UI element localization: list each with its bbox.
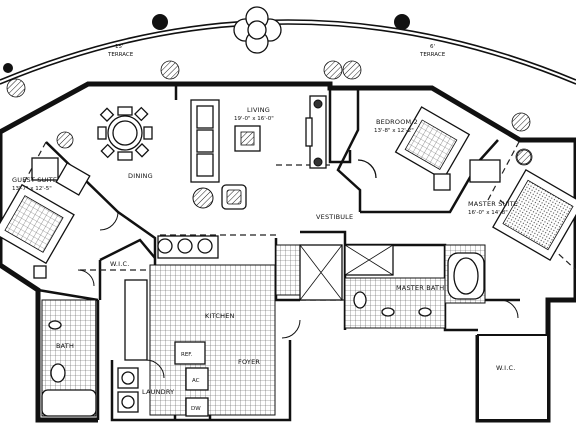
interior-wall: [99, 238, 156, 262]
coffee-table-inner: [240, 131, 255, 146]
foyer-label: FOYER: [238, 358, 260, 366]
guest-label: GUEST SUITE: [12, 176, 57, 184]
living-label: LIVING: [247, 106, 270, 114]
sofa: [190, 99, 220, 183]
dining-table: [97, 106, 153, 161]
kitchen-counter: [124, 279, 148, 361]
terrace-planter-icon: [233, 6, 282, 54]
dishwasher: [185, 397, 209, 417]
terrace-left-label: TERRACE: [107, 52, 134, 58]
bathtub-left: [41, 389, 97, 417]
terrace-column-3: [3, 63, 13, 73]
master-label: MASTER SUITE: [468, 200, 518, 208]
bedroom2-dim: 13'-8" x 12'-2": [374, 128, 414, 134]
tv-cabinet: [305, 95, 327, 169]
kitchen-label: KITCHEN: [205, 312, 235, 320]
interior-wall: [170, 340, 292, 422]
bed-bedroom2: [394, 106, 471, 191]
master-dim: 16'-0" x 14'-8": [468, 210, 508, 216]
bed-master: [469, 149, 576, 261]
sink-bath2b: [418, 307, 432, 317]
exterior-wall: [0, 81, 576, 143]
wic-right-label: W.I.C.: [496, 364, 516, 372]
wic-left-label: W.I.C.: [110, 260, 130, 268]
terrace-column-2: [394, 14, 410, 30]
wic-right-box: [477, 334, 549, 421]
room-divider: [487, 139, 521, 201]
living-dim: 19'-0" x 16'-0": [234, 116, 274, 122]
interior-wall: [336, 88, 362, 212]
ref-label: REF.: [181, 352, 193, 358]
ac-unit: [185, 367, 209, 391]
interior-wall: [37, 288, 99, 302]
interior-wall: [360, 139, 499, 214]
guest-dim: 13'-7" x 12'-5": [12, 186, 52, 192]
door-swings: [77, 159, 519, 379]
vestibule-label: VESTIBULE: [316, 213, 353, 221]
bedroom2-label: BEDROOM 2: [376, 118, 418, 126]
sink-bath2: [381, 307, 395, 317]
terrace-right-label: TERRACE: [419, 52, 446, 58]
ac-label: AC: [192, 378, 200, 384]
terrace-column-1: [152, 14, 168, 30]
bath-master-label: MASTER BATH: [396, 284, 444, 292]
dining-label: DINING: [128, 172, 153, 180]
laundry-label: LAUNDRY: [142, 388, 174, 396]
refrigerator: [174, 341, 206, 365]
dw-label: DW: [191, 406, 201, 412]
interior-wall: [328, 88, 352, 164]
sink-left: [48, 320, 62, 330]
terrace-right-prefix: 6': [430, 44, 435, 50]
toilet-left: [50, 363, 66, 383]
armchair: [192, 184, 247, 210]
interior-wall: [110, 360, 170, 422]
room-divider: [19, 141, 47, 191]
toilet-bath2: [353, 291, 367, 309]
terrace-outline: [0, 19, 576, 81]
kitchen-floor: [149, 264, 276, 416]
terrace-outline-inner: [0, 23, 576, 85]
terrace-left-prefix: 15': [115, 44, 124, 50]
bed-guest: [0, 157, 91, 279]
bath-left-label: BATH: [56, 342, 74, 350]
bar-stools: [157, 235, 219, 259]
powder-room-floor: [275, 244, 301, 296]
